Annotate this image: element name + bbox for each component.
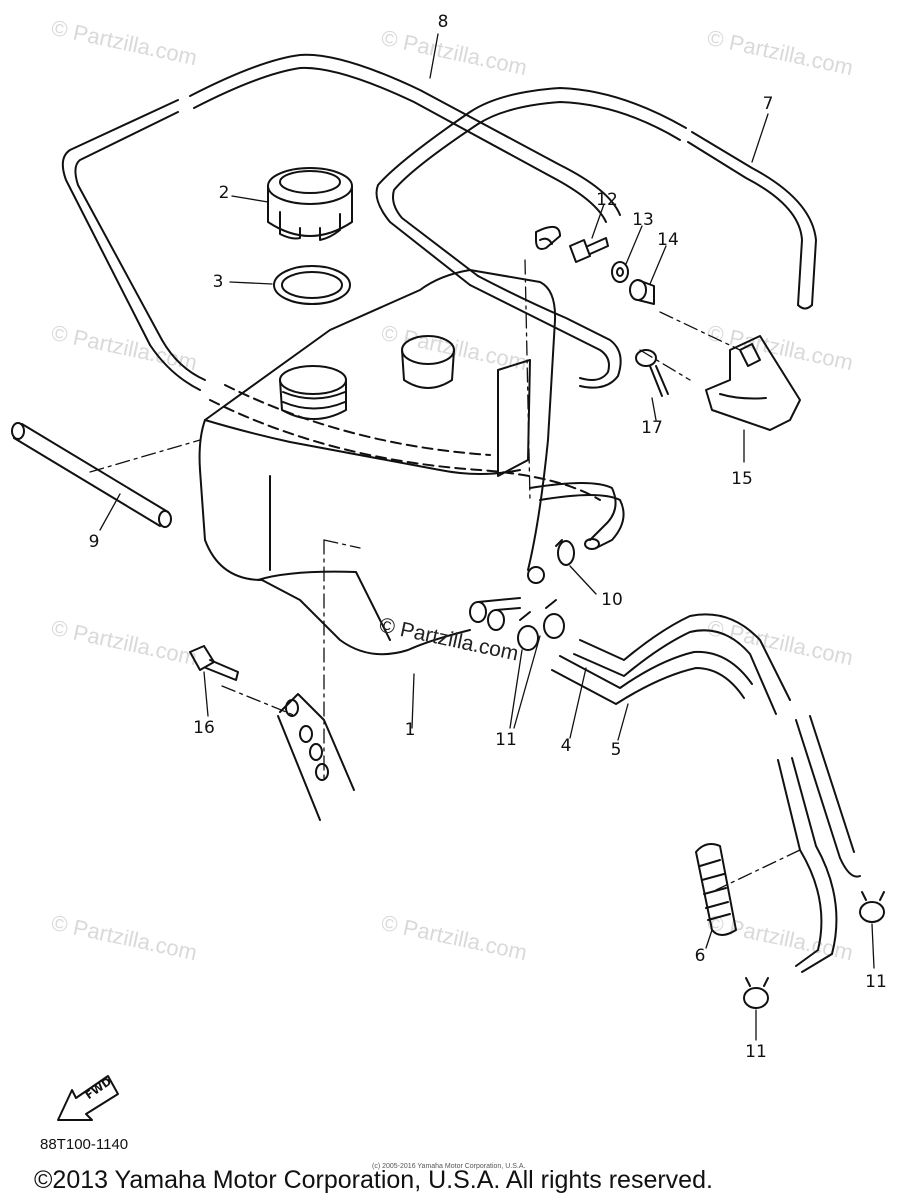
bracket-15 (705, 335, 801, 431)
callout-9: 9 (88, 532, 100, 552)
sleeve-6 (695, 843, 737, 936)
clamp-11b (743, 977, 769, 1009)
callout-5: 5 (610, 740, 622, 760)
fwd-arrow-icon (57, 1075, 119, 1121)
callout-7: 7 (762, 94, 774, 114)
tiny-copyright: (c) 2005-2016 Yamaha Motor Corporation, … (372, 1163, 526, 1170)
hose-5 (551, 650, 753, 705)
callout-13: 13 (632, 210, 654, 230)
bolt-16 (189, 645, 239, 681)
gasket-3 (273, 265, 351, 305)
frame (277, 693, 355, 821)
callout-6: 6 (694, 946, 706, 966)
callout-8: 8 (437, 12, 449, 32)
callout-12: 12 (596, 190, 618, 210)
bolt-12 (569, 237, 609, 263)
callout-10: 10 (601, 590, 623, 610)
clamp-11c (517, 599, 565, 651)
copyright-notice: ©2013 Yamaha Motor Corporation, U.S.A. A… (34, 1166, 713, 1194)
callout-2: 2 (218, 183, 230, 203)
hose-8 (61, 53, 621, 391)
callout-14: 14 (657, 230, 679, 250)
washer-13 (611, 261, 629, 283)
callout-11: 11 (865, 972, 887, 992)
part-code: 88T100-1140 (40, 1136, 129, 1153)
hose-4 (573, 613, 791, 715)
callout-4: 4 (560, 736, 572, 756)
callout-11: 11 (495, 730, 517, 750)
callout-3: 3 (212, 272, 224, 292)
callout-16: 16 (193, 718, 215, 738)
callout-11: 11 (745, 1042, 767, 1062)
tank-1 (198, 269, 625, 656)
cap-2 (267, 167, 353, 241)
hose-5-lower (777, 715, 861, 973)
clamp-10 (555, 539, 575, 566)
collar-14 (629, 279, 655, 305)
hose-9 (11, 422, 172, 528)
callout-17: 17 (641, 418, 663, 438)
callout-15: 15 (731, 469, 753, 489)
hose-7 (375, 87, 817, 389)
clamp-11a (859, 891, 885, 923)
callout-1: 1 (404, 720, 416, 740)
bolt-17 (635, 349, 669, 397)
